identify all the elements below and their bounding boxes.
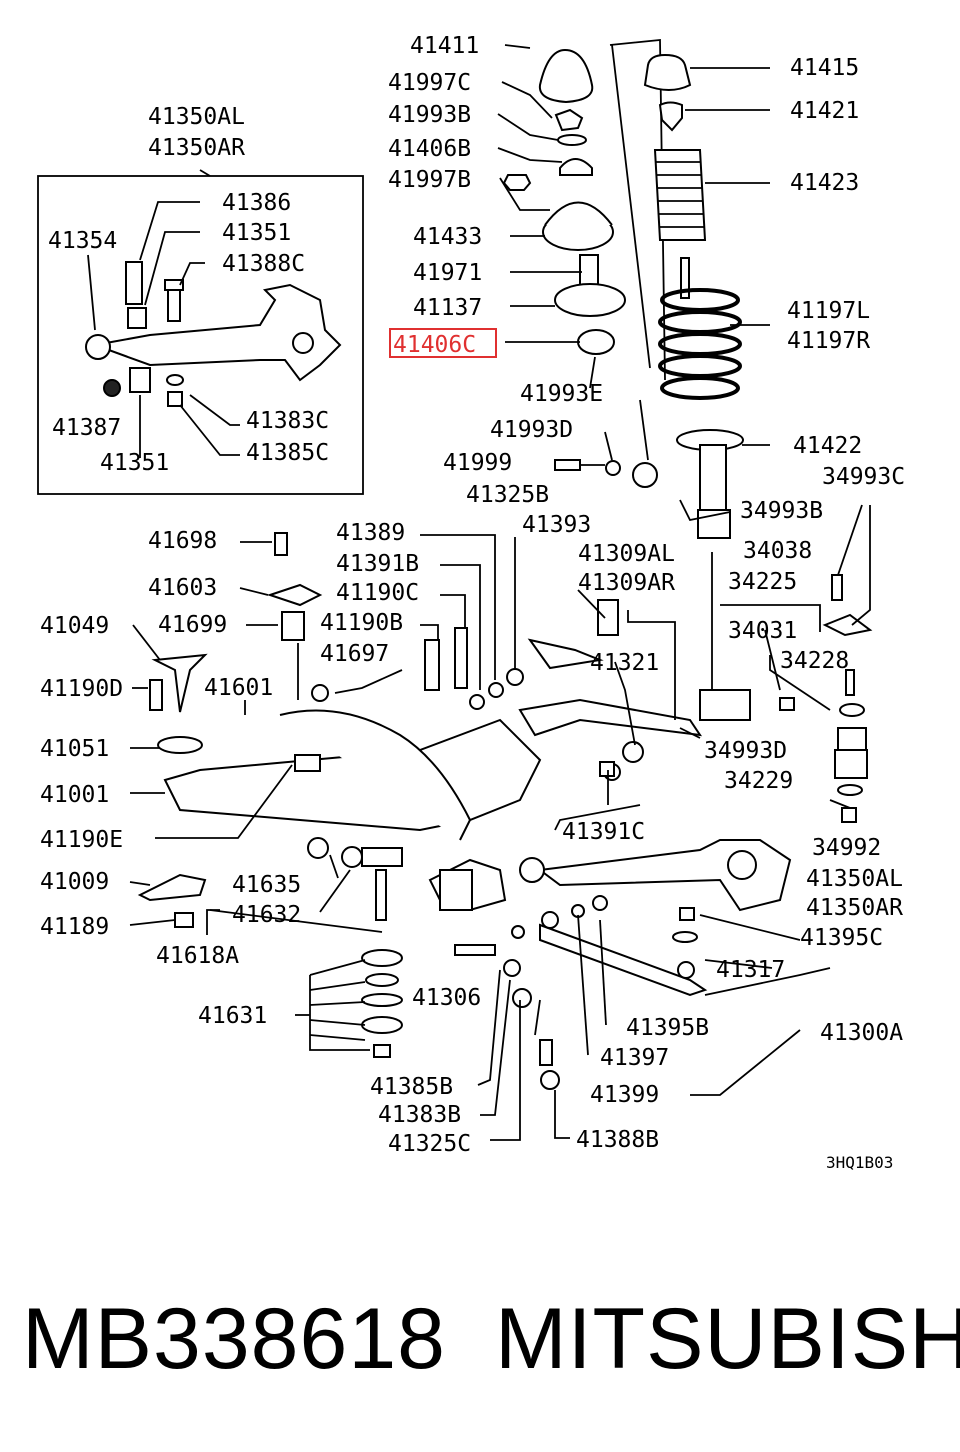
label-41699: 41699	[158, 612, 227, 638]
label-41406B: 41406B	[388, 136, 471, 162]
label-41393: 41393	[522, 512, 591, 538]
label-41309AL: 41309AL	[578, 541, 675, 567]
label-41601: 41601	[204, 675, 273, 701]
label-41389: 41389	[336, 520, 405, 546]
label-41391B: 41391B	[336, 551, 419, 577]
label-41395B: 41395B	[626, 1015, 709, 1041]
inset-box	[37, 175, 364, 495]
label-41697: 41697	[320, 641, 389, 667]
label-41325B: 41325B	[466, 482, 549, 508]
label-41309AR: 41309AR	[578, 570, 675, 596]
label-41190E: 41190E	[40, 827, 123, 853]
label-41397: 41397	[600, 1045, 669, 1071]
label-41325C: 41325C	[388, 1131, 471, 1157]
label-41306: 41306	[412, 985, 481, 1011]
coil-spring-shock-drawing	[643, 53, 744, 539]
label-41190B: 41190B	[320, 610, 403, 636]
label-41197R: 41197R	[787, 328, 870, 354]
strut-assembly-drawing	[502, 48, 626, 355]
diagram-code: 3HQ1B03	[826, 1153, 893, 1172]
label-41383B: 41383B	[378, 1102, 461, 1128]
spring-leaders	[570, 67, 770, 522]
label-41997B: 41997B	[388, 167, 471, 193]
label-34038: 34038	[743, 538, 812, 564]
label-41321: 41321	[590, 650, 659, 676]
strut-leaders	[497, 44, 596, 389]
label-41411: 41411	[410, 33, 479, 59]
label-34031: 34031	[728, 618, 797, 644]
label-41388B: 41388B	[576, 1127, 659, 1153]
label-41635: 41635	[232, 872, 301, 898]
label-41197L: 41197L	[787, 298, 870, 324]
label-41350AR-bot: 41350AR	[806, 895, 903, 921]
label-41350AL-bot: 41350AL	[806, 866, 903, 892]
label-41698: 41698	[148, 528, 217, 554]
label-41350AR-top: 41350AR	[148, 135, 245, 161]
label-41190D: 41190D	[40, 676, 123, 702]
label-34993C: 34993C	[822, 464, 905, 490]
label-41317: 41317	[716, 957, 785, 983]
label-41433: 41433	[413, 224, 482, 250]
crossmember-drawing	[137, 532, 873, 1090]
label-34229: 34229	[724, 768, 793, 794]
label-41354: 41354	[48, 228, 117, 254]
label-41993D: 41993D	[490, 417, 573, 443]
label-41399: 41399	[590, 1082, 659, 1108]
label-41618A: 41618A	[156, 943, 239, 969]
label-41387: 41387	[52, 415, 121, 441]
label-41993B: 41993B	[388, 102, 471, 128]
label-41603: 41603	[148, 575, 217, 601]
label-41385B: 41385B	[370, 1074, 453, 1100]
label-34225: 34225	[728, 569, 797, 595]
label-41395C: 41395C	[800, 925, 883, 951]
label-41190C: 41190C	[336, 580, 419, 606]
label-41351-b: 41351	[100, 450, 169, 476]
part-labels: 41411 41997C 41993B 41406B 41997B 41433 …	[40, 33, 905, 1172]
inset-leaders	[87, 201, 240, 458]
label-34993D: 34993D	[704, 738, 787, 764]
label-41388C: 41388C	[222, 251, 305, 277]
label-34993B: 34993B	[740, 498, 823, 524]
label-41049: 41049	[40, 613, 109, 639]
label-41189: 41189	[40, 914, 109, 940]
label-41632: 41632	[232, 902, 301, 928]
label-41997C: 41997C	[388, 70, 471, 96]
highlight-box	[389, 328, 497, 358]
label-41051: 41051	[40, 736, 109, 762]
label-41001: 41001	[40, 782, 109, 808]
label-41137: 41137	[413, 295, 482, 321]
label-34228: 34228	[780, 648, 849, 674]
part-number: MB338618	[22, 1291, 446, 1387]
label-41421: 41421	[790, 98, 859, 124]
inset-knuckle-arm-drawing	[85, 261, 342, 407]
label-41999: 41999	[443, 450, 512, 476]
label-41385C: 41385C	[246, 440, 329, 466]
label-41391C: 41391C	[562, 819, 645, 845]
guide-line	[609, 39, 666, 381]
label-41971: 41971	[413, 260, 482, 286]
label-41993E: 41993E	[520, 381, 603, 407]
brand-name: MITSUBISHI	[495, 1291, 960, 1387]
label-41406C: 41406C	[393, 332, 476, 358]
label-41422: 41422	[793, 433, 862, 459]
label-41383C: 41383C	[246, 408, 329, 434]
label-41350AL-top: 41350AL	[148, 104, 245, 130]
label-34992: 34992	[812, 835, 881, 861]
label-41351-a: 41351	[222, 220, 291, 246]
label-41386: 41386	[222, 190, 291, 216]
label-41415: 41415	[790, 55, 859, 81]
label-41423: 41423	[790, 170, 859, 196]
label-41631: 41631	[198, 1003, 267, 1029]
label-41009: 41009	[40, 869, 109, 895]
label-41300A: 41300A	[820, 1020, 903, 1046]
lower-leaders	[129, 504, 871, 1141]
